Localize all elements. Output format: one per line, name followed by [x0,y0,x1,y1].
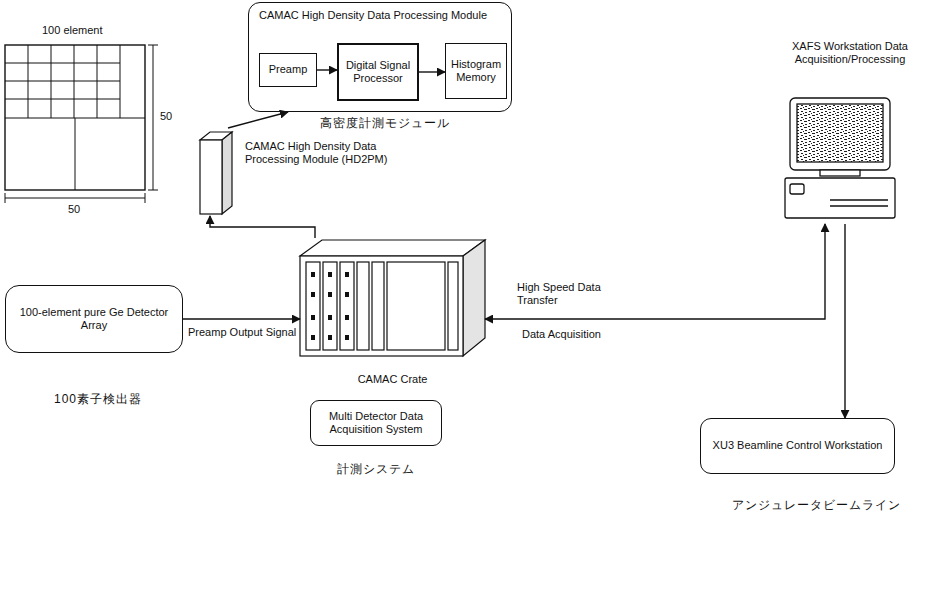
grid-label: 100 element [40,24,105,37]
connector [228,112,288,128]
detector-grid [5,45,145,190]
connector [844,224,845,418]
process-box: Preamp [259,53,317,87]
connector [317,69,337,70]
node-text: XAFS Workstation Data Acquisition/Proces… [772,40,928,66]
jp-label: 高密度計測モジュール [318,116,452,130]
jp-label: アンジュレータビームライン [730,498,903,512]
node-text: Digital Signal Processor [342,59,414,85]
connector [210,216,315,238]
edge-text: Data Acquisition [520,328,603,341]
connector [183,318,300,319]
process-box: Digital Signal Processor [337,43,419,101]
dimension-lines [5,45,158,203]
node-text: XU3 Beamline Control Workstation [711,439,884,452]
node-text: CAMAC High Density Data Processing Modul… [259,9,501,22]
node-text: Preamp [262,63,314,76]
workstation-label: XAFS Workstation Data Acquisition/Proces… [770,38,930,224]
edge-label: Preamp Output Signal [186,326,298,339]
node-text: Multi Detector Data Acquisition System [317,410,435,436]
module-box: CAMAC High Density Data Processing Modul… [248,2,512,112]
jp-label: 計測システム [335,462,417,476]
edge-label: High Speed Data Transfer [515,281,611,307]
node-text: CAMAC High Density Data Processing Modul… [245,140,394,166]
module-block [200,132,232,214]
detector-box: 100-element pure Ge Detector Array [5,285,183,353]
connector [419,71,445,72]
dimension: 50 [158,110,174,123]
connector [485,224,825,319]
node-text: CAMAC Crate [300,373,485,386]
jp-label: 100素子検出器 [52,392,144,406]
node-text: Histogram Memory [449,58,503,84]
module-label: CAMAC High Density Data Processing Modul… [198,128,398,216]
node-text: 100-element pure Ge Detector Array [16,306,172,332]
crate-label: CAMAC Crate [300,238,485,388]
system-box: Multi Detector Data Acquisition System [310,400,442,446]
camac-crate [300,240,485,356]
workstation-computer [785,98,895,218]
dimension: 50 [66,203,82,216]
control-box: XU3 Beamline Control Workstation [700,418,895,474]
process-box: Histogram Memory [445,43,507,99]
